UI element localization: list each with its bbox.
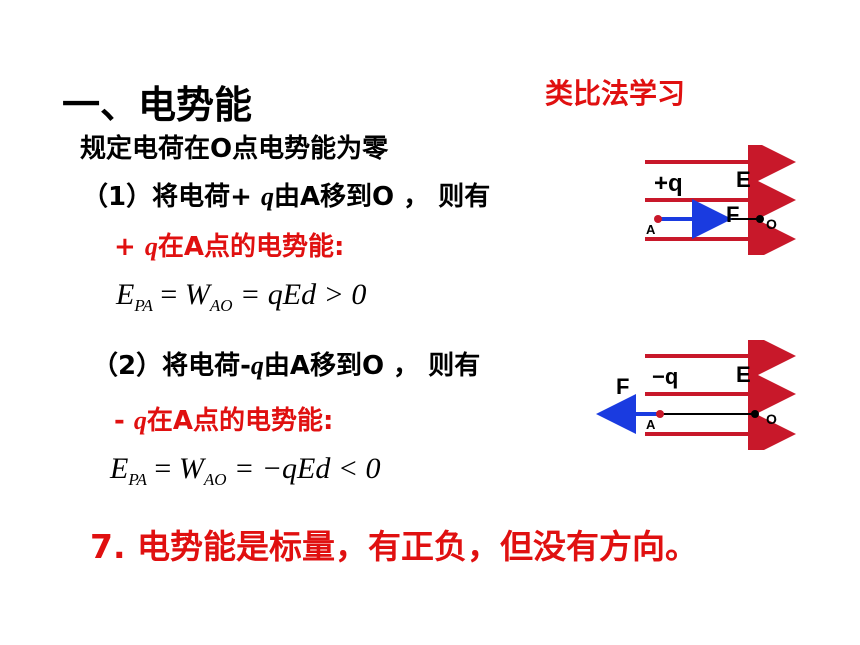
diagram-positive-charge: +q E F A O xyxy=(645,145,796,255)
case2-eq-w: W xyxy=(178,452,204,485)
case2-sub-q: q xyxy=(133,406,147,435)
case1-equation: EPA = WAO = qEd > 0 xyxy=(116,278,366,316)
point-a-dot xyxy=(654,215,662,223)
point-o-dot xyxy=(756,215,764,223)
case2-eq-e: E xyxy=(110,452,129,485)
case1-eq-w-sub: AO xyxy=(209,296,233,315)
case2-heading-pre: （2）将电荷- xyxy=(92,351,251,381)
case1-sub-q: q xyxy=(144,232,158,261)
case1-heading-pre: （1）将电荷+ xyxy=(82,182,261,212)
point-a-label: A xyxy=(646,417,656,432)
conclusion: 7. 电势能是标量，有正负，但没有方向。 xyxy=(90,527,698,566)
case2-eq-rest: = −qEd < 0 xyxy=(226,452,381,485)
analogy-label: 类比法学习 xyxy=(545,77,686,110)
page-title: 一、电势能 xyxy=(62,83,253,127)
case1-subheading: + q在A点的电势能: xyxy=(114,226,344,263)
charge-label: +q xyxy=(654,170,683,197)
case2-eq-e-sub: PA xyxy=(128,470,147,489)
case1-sub-post: 在A点的电势能: xyxy=(157,232,345,262)
case1-eq-rest: = qEd > 0 xyxy=(232,278,367,311)
case2-sub-pre: - xyxy=(114,406,134,436)
case2-heading-post: 由A移到O ， 则有 xyxy=(263,351,481,381)
force-label: F xyxy=(616,374,629,399)
case1-heading-q: q xyxy=(260,182,274,211)
point-o-label: O xyxy=(766,216,777,232)
case2-equation: EPA = WAO = −qEd < 0 xyxy=(110,452,381,490)
force-label: F xyxy=(726,202,739,227)
case1-heading: （1）将电荷+ q由A移到O ， 则有 xyxy=(82,176,490,213)
charge-label: −q xyxy=(652,364,678,389)
case2-heading: （2）将电荷-q由A移到O ， 则有 xyxy=(92,345,480,382)
intro-statement: 规定电荷在O点电势能为零 xyxy=(80,134,389,164)
case2-eq-w-sub: AO xyxy=(203,470,227,489)
point-o-label: O xyxy=(766,411,777,427)
case2-eq-equals: = xyxy=(146,452,179,485)
case1-eq-e: E xyxy=(116,278,135,311)
case2-heading-q: q xyxy=(250,351,264,380)
case1-heading-post: 由A移到O ， 则有 xyxy=(273,182,491,212)
field-label: E xyxy=(736,362,751,387)
case1-sub-pre: + xyxy=(114,232,145,262)
case2-sub-post: 在A点的电势能: xyxy=(146,406,334,436)
point-a-dot xyxy=(656,410,664,418)
point-a-label: A xyxy=(646,222,656,237)
field-label: E xyxy=(736,167,751,192)
diagram-negative-charge: −q E F A O xyxy=(596,340,796,450)
case2-subheading: - q在A点的电势能: xyxy=(114,400,333,437)
case1-eq-w: W xyxy=(184,278,210,311)
point-o-dot xyxy=(751,410,759,418)
case1-eq-equals: = xyxy=(152,278,185,311)
case1-eq-e-sub: PA xyxy=(134,296,153,315)
